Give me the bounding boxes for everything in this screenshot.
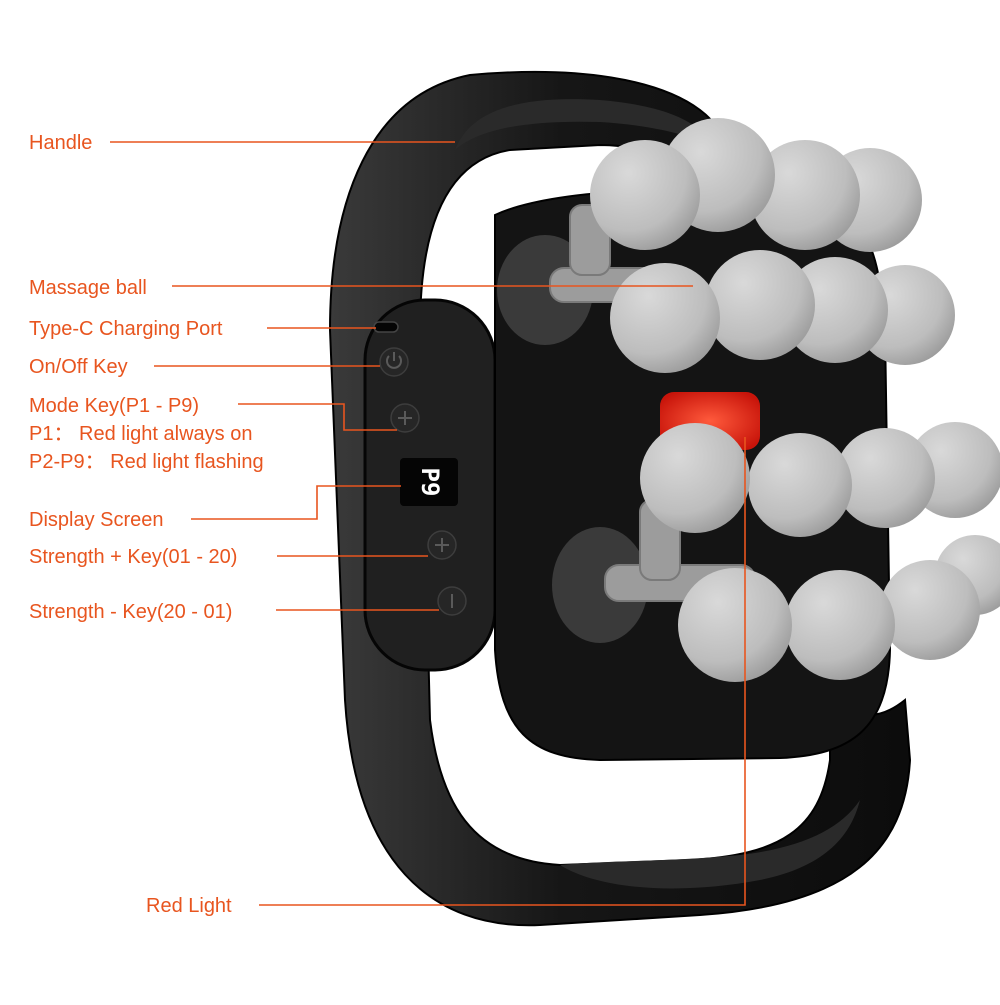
massage-ball bbox=[785, 570, 895, 680]
leader-lines bbox=[110, 141, 746, 906]
plus-icon bbox=[435, 538, 449, 552]
display-reading: P9 bbox=[416, 468, 444, 497]
power-icon-bg bbox=[379, 347, 409, 377]
p2-p9-note-label: P2-P9： Red light flashing bbox=[29, 451, 264, 473]
strength-plus-key[interactable] bbox=[427, 530, 457, 560]
massage-ball bbox=[835, 428, 935, 528]
strength-minus-key[interactable] bbox=[437, 586, 467, 616]
handle-label: Handle bbox=[29, 132, 93, 154]
massage-ball bbox=[748, 433, 852, 537]
leader-red-light bbox=[259, 437, 746, 906]
type-c-port-label: Type-C Charging Port bbox=[29, 318, 223, 340]
massage-ball bbox=[750, 140, 860, 250]
massage-ball bbox=[640, 423, 750, 533]
upper-handle-grip bbox=[455, 99, 710, 150]
leader-mode bbox=[238, 403, 397, 431]
massage-ball bbox=[880, 560, 980, 660]
red-light-label: Red Light bbox=[146, 895, 232, 917]
lower-handle-grip bbox=[560, 800, 860, 889]
mode-key-label: Mode Key(P1 - P9) bbox=[29, 395, 200, 417]
mode-key[interactable] bbox=[390, 403, 420, 433]
p1-note-label: P1： Red light always on bbox=[29, 423, 253, 445]
strength-plus-label: Strength + Key(01 - 20) bbox=[29, 546, 238, 568]
massage-ball bbox=[678, 568, 792, 682]
power-icon bbox=[386, 355, 402, 369]
massage-ball bbox=[705, 250, 815, 360]
massage-ball bbox=[590, 140, 700, 250]
massage-ball-label: Massage ball bbox=[29, 277, 147, 299]
on-off-key[interactable] bbox=[379, 347, 409, 377]
on-off-key-label: On/Off Key bbox=[29, 356, 128, 378]
socket-lower bbox=[552, 527, 648, 643]
mode-icon bbox=[398, 411, 412, 425]
upper-ball-cluster bbox=[590, 118, 955, 373]
massage-ball bbox=[610, 263, 720, 373]
type-c-port bbox=[373, 321, 399, 333]
lower-ball-cluster bbox=[640, 422, 1000, 682]
control-keys: P9 bbox=[373, 321, 467, 616]
display-screen bbox=[400, 458, 458, 506]
display-screen-label: Display Screen bbox=[29, 509, 164, 531]
leader-display bbox=[191, 485, 401, 520]
strength-minus-label: Strength - Key(20 - 01) bbox=[29, 601, 233, 623]
